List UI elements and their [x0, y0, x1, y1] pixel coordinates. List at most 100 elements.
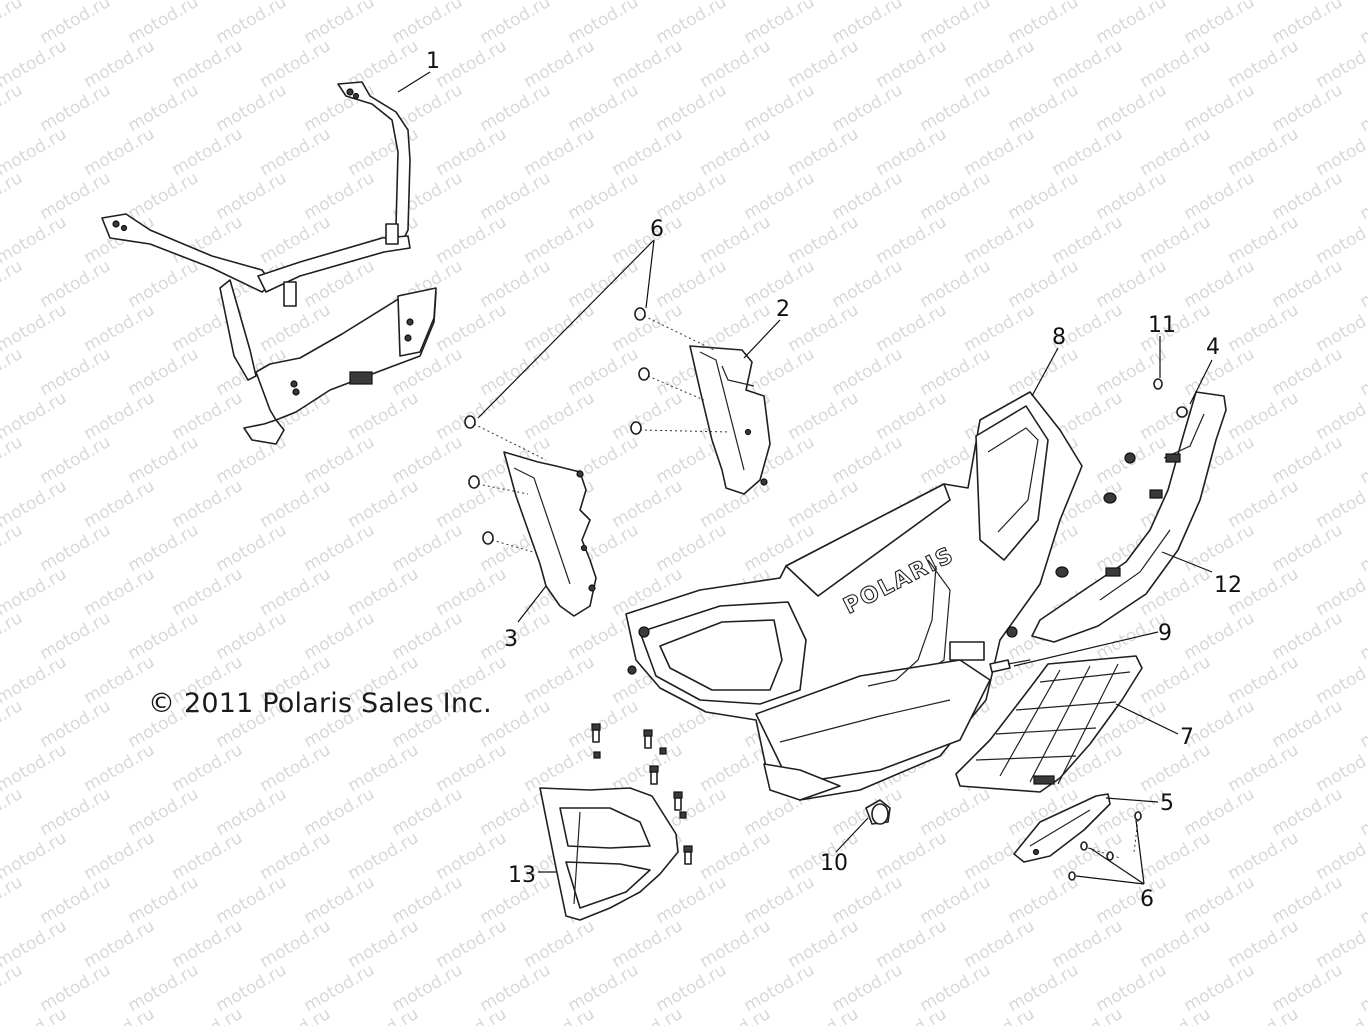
watermark-text: motod.ru: [917, 960, 995, 1016]
watermark-text: motod.ru: [0, 872, 26, 928]
callout-6-lower: 6: [1140, 887, 1154, 912]
watermark-text: motod.ru: [1313, 564, 1368, 620]
watermark-text: motod.ru: [257, 124, 335, 180]
watermark-text: motod.ru: [1357, 520, 1368, 576]
watermark-text: motod.ru: [389, 0, 467, 48]
watermark-text: motod.ru: [1313, 916, 1368, 972]
watermark-text: motod.ru: [433, 828, 511, 884]
part-3-left-splash-panel: [504, 452, 596, 616]
watermark-text: motod.ru: [521, 212, 599, 268]
watermark-text: motod.ru: [1093, 784, 1171, 840]
watermark-text: motod.ru: [125, 80, 203, 136]
watermark-text: motod.ru: [301, 0, 379, 48]
watermark-text: motod.ru: [0, 0, 26, 48]
watermark-text: motod.ru: [1093, 168, 1171, 224]
watermark-text: motod.ru: [81, 388, 159, 444]
watermark-text: motod.ru: [37, 256, 115, 312]
watermark-text: motod.ru: [609, 212, 687, 268]
watermark-text: motod.ru: [433, 212, 511, 268]
watermark-text: motod.ru: [1269, 0, 1347, 48]
watermark-text: motod.ru: [653, 80, 731, 136]
watermark-text: motod.ru: [829, 872, 907, 928]
watermark-text: motod.ru: [1269, 520, 1347, 576]
watermark-text: motod.ru: [1269, 168, 1347, 224]
callout-9: 9: [1158, 621, 1172, 646]
watermark-text: motod.ru: [521, 36, 599, 92]
watermark-text: motod.ru: [0, 80, 26, 136]
callout-2: 2: [776, 297, 790, 322]
watermark-text: motod.ru: [961, 36, 1039, 92]
watermark-text: motod.ru: [961, 124, 1039, 180]
watermark-text: motod.ru: [1357, 608, 1368, 664]
watermark-text: motod.ru: [0, 608, 26, 664]
watermark-text: motod.ru: [0, 1004, 70, 1026]
watermark-text: motod.ru: [873, 36, 951, 92]
watermark-text: motod.ru: [0, 168, 26, 224]
watermark-text: motod.ru: [1313, 1004, 1368, 1026]
watermark-text: motod.ru: [1225, 212, 1303, 268]
watermark-text: motod.ru: [1269, 696, 1347, 752]
watermark-text: motod.ru: [0, 520, 26, 576]
watermark-text: motod.ru: [433, 36, 511, 92]
watermark-text: motod.ru: [1093, 0, 1171, 48]
watermark-text: motod.ru: [653, 168, 731, 224]
watermark-text: motod.ru: [1005, 960, 1083, 1016]
watermark-text: motod.ru: [37, 80, 115, 136]
watermark-text: motod.ru: [653, 256, 731, 312]
watermark-text: motod.ru: [81, 476, 159, 532]
watermark-text: motod.ru: [125, 608, 203, 664]
watermark-text: motod.ru: [125, 168, 203, 224]
watermark-text: motod.ru: [829, 80, 907, 136]
watermark-text: motod.ru: [1269, 256, 1347, 312]
watermark-text: motod.ru: [1313, 388, 1368, 444]
watermark-text: motod.ru: [1181, 168, 1259, 224]
watermark-text: motod.ru: [1181, 0, 1259, 48]
watermark-text: motod.ru: [1093, 80, 1171, 136]
watermark-text: motod.ru: [697, 916, 775, 972]
watermark-text: motod.ru: [1005, 872, 1083, 928]
watermark-text: motod.ru: [477, 168, 555, 224]
watermark-text: motod.ru: [125, 256, 203, 312]
watermark-text: motod.ru: [0, 784, 26, 840]
watermark-text: motod.ru: [433, 564, 511, 620]
watermark-text: motod.ru: [1225, 476, 1303, 532]
watermark-text: motod.ru: [785, 124, 863, 180]
watermark-text: motod.ru: [917, 0, 995, 48]
watermark-text: motod.ru: [917, 344, 995, 400]
watermark-text: motod.ru: [301, 608, 379, 664]
watermark-text: motod.ru: [1269, 960, 1347, 1016]
watermark-text: motod.ru: [0, 696, 26, 752]
watermark-text: motod.ru: [1313, 652, 1368, 708]
watermark-text: motod.ru: [785, 212, 863, 268]
watermark-text: motod.ru: [301, 872, 379, 928]
watermark-text: motod.ru: [785, 300, 863, 356]
watermark-text: motod.ru: [433, 300, 511, 356]
watermark-text: motod.ru: [81, 36, 159, 92]
watermark-text: motod.ru: [1181, 960, 1259, 1016]
watermark-text: motod.ru: [653, 960, 731, 1016]
watermark-text: motod.ru: [873, 1004, 951, 1026]
watermark-text: motod.ru: [345, 388, 423, 444]
watermark-text: motod.ru: [521, 916, 599, 972]
watermark-text: motod.ru: [1225, 124, 1303, 180]
watermark-text: motod.ru: [125, 872, 203, 928]
watermark-text: motod.ru: [301, 784, 379, 840]
watermark-text: motod.ru: [917, 256, 995, 312]
watermark-text: motod.ru: [389, 608, 467, 664]
watermark-text: motod.ru: [37, 344, 115, 400]
watermark-text: motod.ru: [1225, 388, 1303, 444]
watermark-text: motod.ru: [213, 960, 291, 1016]
watermark-text: motod.ru: [917, 80, 995, 136]
watermark-text: motod.ru: [1137, 740, 1215, 796]
watermark-text: motod.ru: [37, 784, 115, 840]
watermark-text: motod.ru: [169, 388, 247, 444]
watermark-text: motod.ru: [213, 520, 291, 576]
watermark-text: motod.ru: [521, 124, 599, 180]
watermark-text: motod.ru: [213, 80, 291, 136]
watermark-text: motod.ru: [1269, 80, 1347, 136]
watermark-text: motod.ru: [521, 740, 599, 796]
part-13-left-vent-panel: [540, 788, 678, 920]
watermark-text: motod.ru: [169, 564, 247, 620]
watermark-text: motod.ru: [0, 344, 26, 400]
